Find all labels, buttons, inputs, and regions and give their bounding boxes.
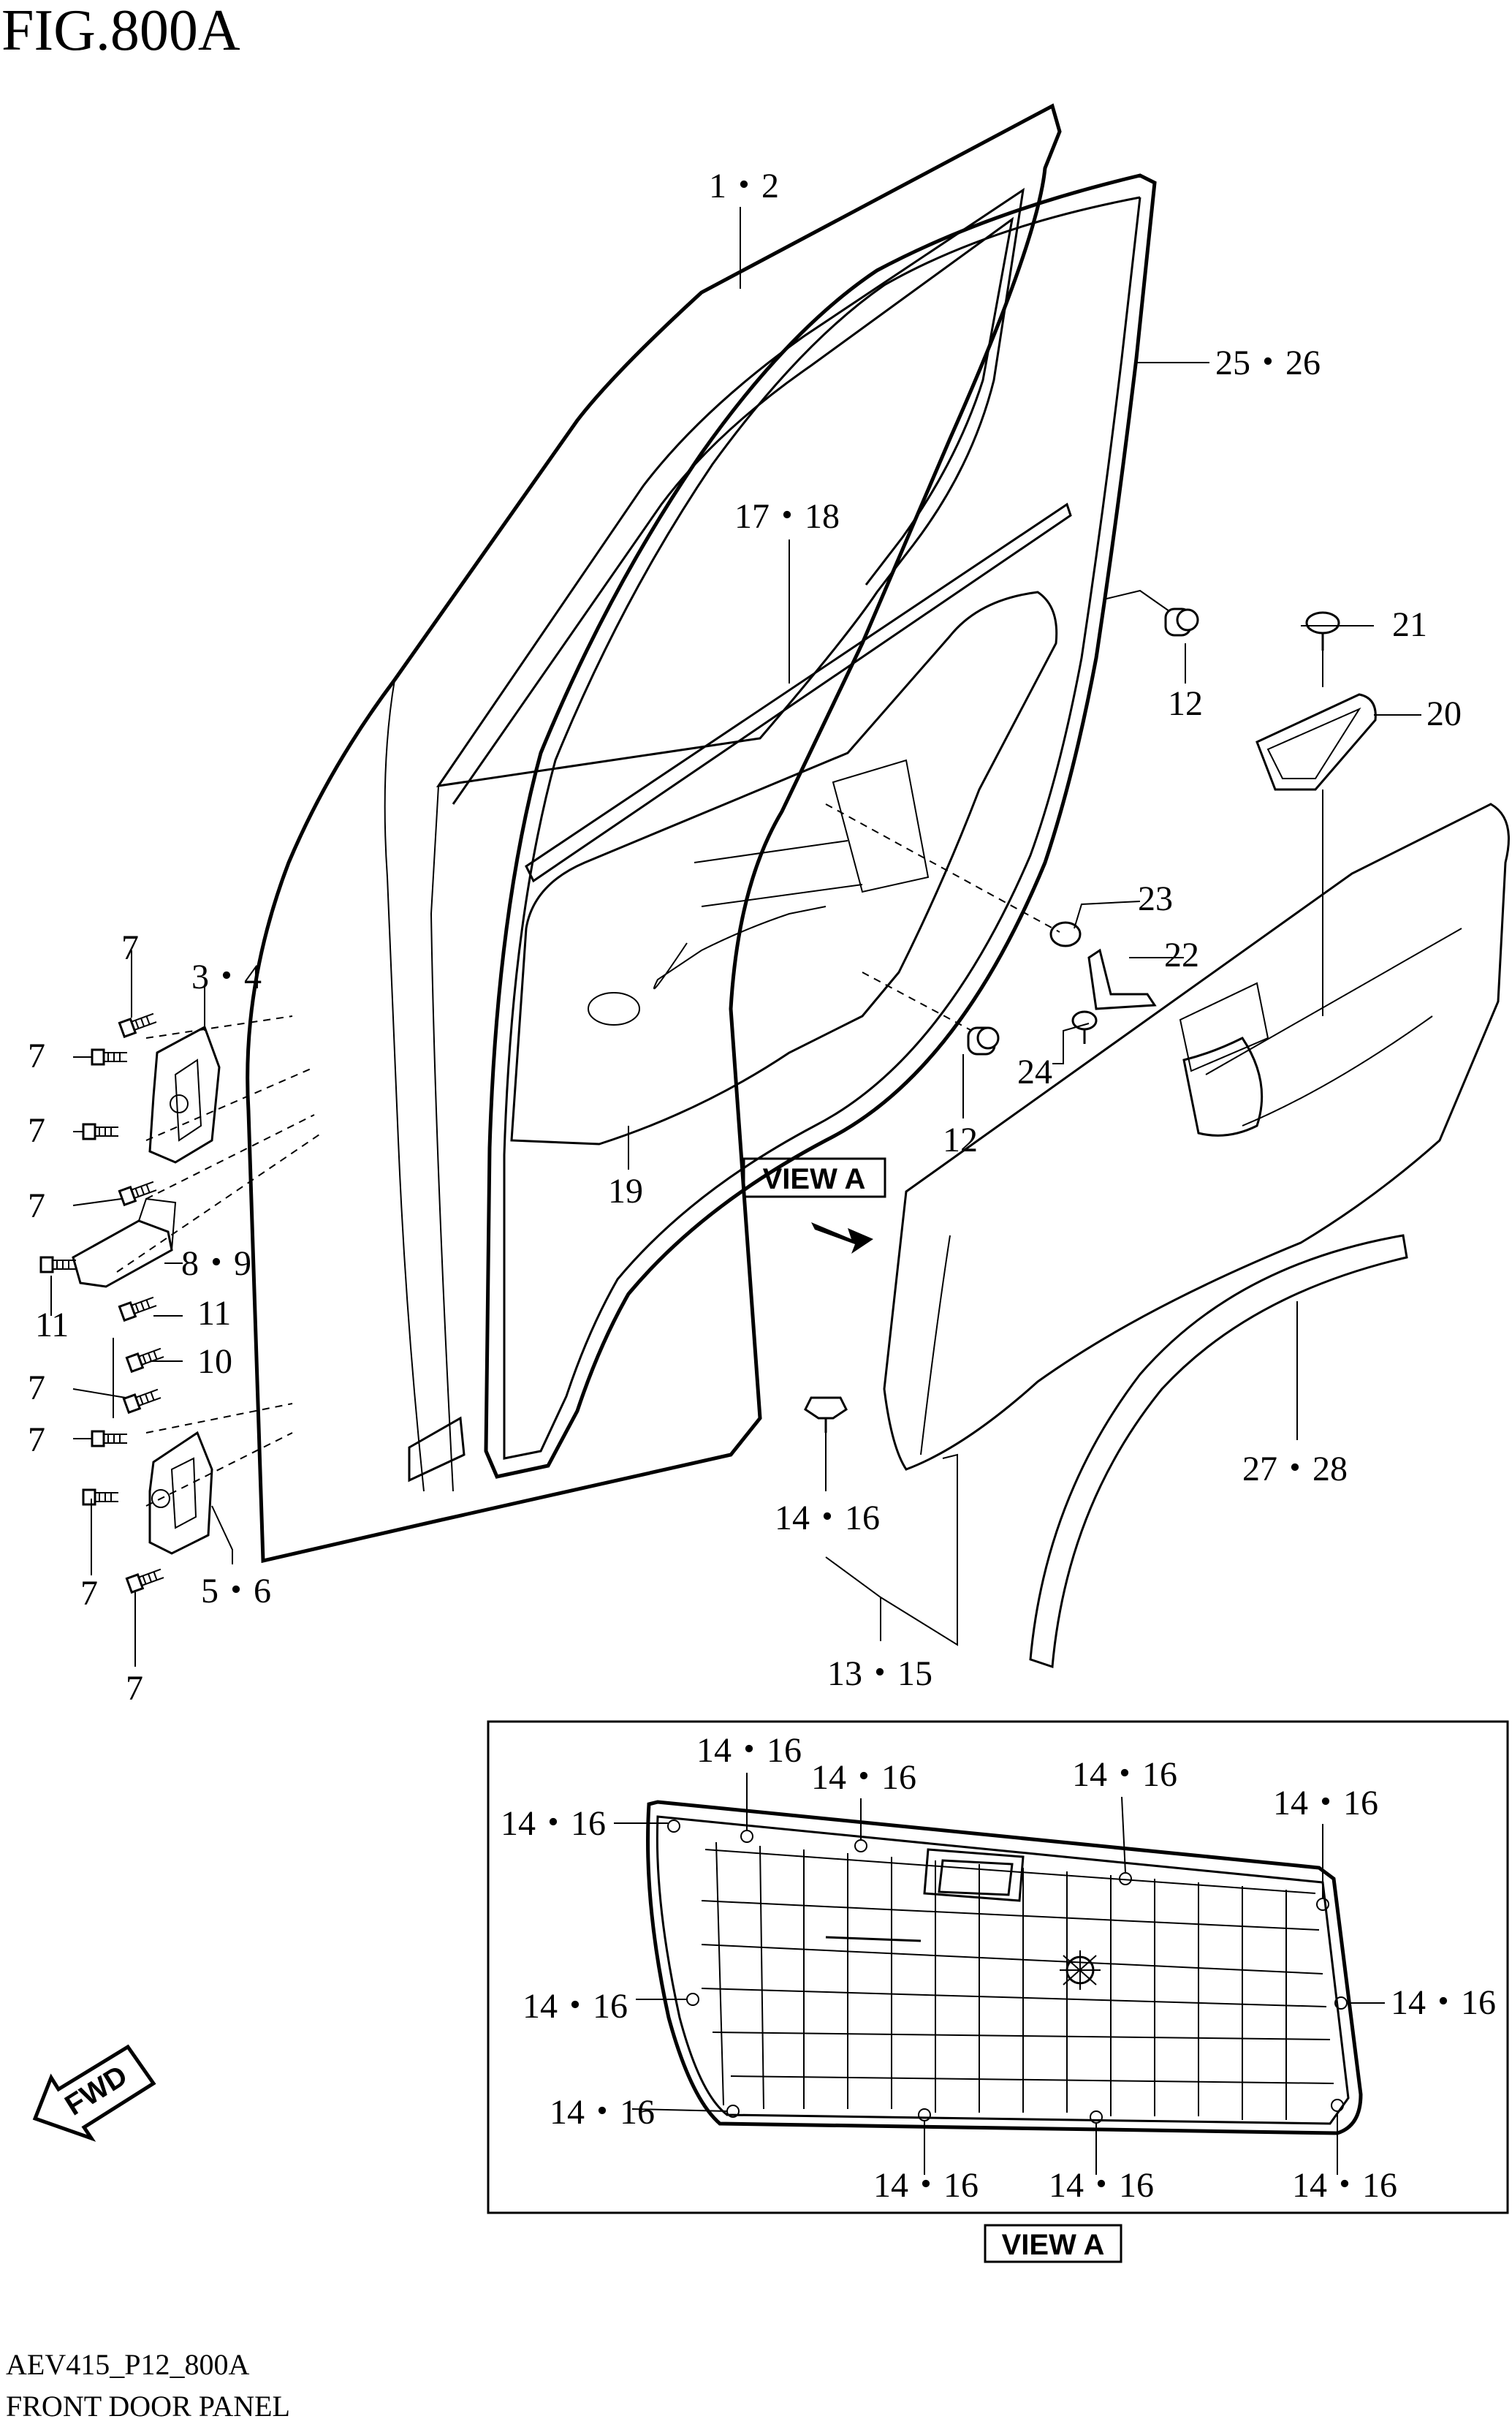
fastener-12-upper <box>1164 607 1199 637</box>
callout-27-28: 27・28 <box>1242 1450 1348 1488</box>
view-a-clip-label-5: 14・16 <box>1273 1784 1378 1822</box>
callout-3-4: 3・4 <box>191 958 262 996</box>
fwd-arrow: FWD <box>32 2044 156 2142</box>
callout-5-6: 5・6 <box>201 1572 271 1610</box>
view-a-clip-label-6: 14・16 <box>523 1987 628 2026</box>
callout-7-c: 7 <box>28 1111 45 1150</box>
callout-22: 22 <box>1164 936 1199 974</box>
fastener-12-lower <box>967 1026 1000 1056</box>
screw-21 <box>1305 611 1340 651</box>
view-a-clip-label-4: 14・16 <box>1072 1755 1177 1794</box>
door-checker-8-9 <box>72 1197 177 1288</box>
callout-7-a: 7 <box>121 928 139 967</box>
figure-caption: FRONT DOOR PANEL <box>6 2390 290 2423</box>
callout-7-f: 7 <box>28 1420 45 1459</box>
callout-14-16: 14・16 <box>775 1499 880 1537</box>
callout-7-h: 7 <box>126 1669 143 1708</box>
view-a-clip-label-11: 14・16 <box>1292 2166 1397 2205</box>
bolt-24 <box>1071 1010 1098 1044</box>
view-a-clip-label-2: 14・16 <box>696 1731 802 1770</box>
bracket-22 <box>1087 948 1157 1010</box>
view-a-clip-marks <box>667 1820 1348 2124</box>
view-a-inset: 14・16 14・16 14・16 14・16 14・16 14・16 14・1… <box>487 1720 1509 2214</box>
clip-14-16 <box>804 1396 848 1433</box>
fwd-label: FWD <box>59 2059 133 2122</box>
callout-21: 21 <box>1392 605 1427 644</box>
view-a-clip-label-1: 14・16 <box>501 1804 606 1843</box>
seal-27-28 <box>1029 1234 1408 1669</box>
callout-7-d: 7 <box>28 1186 45 1225</box>
nut-23 <box>1049 921 1082 947</box>
pocket-20 <box>1255 693 1377 791</box>
callout-11-a: 11 <box>35 1306 69 1344</box>
callout-labels: 1・2 25・26 17・18 12 21 20 23 22 24 12 19 … <box>28 167 1462 1708</box>
figure-code: AEV415_P12_800A <box>6 2348 249 2381</box>
callout-13-15: 13・15 <box>827 1654 932 1693</box>
weatherstrip-25-26 <box>484 173 1157 1479</box>
view-a-leaders <box>614 1773 1385 2175</box>
view-a-tag-label: VIEW A <box>763 1163 866 1195</box>
trim-board-13-15 <box>883 803 1510 1471</box>
callout-24: 24 <box>1017 1053 1052 1091</box>
view-a-ribbing <box>701 1841 1334 2120</box>
view-a-tag: VIEW A <box>742 1157 886 1198</box>
view-a-clip-label-3: 14・16 <box>811 1758 916 1797</box>
callout-8-9: 8・9 <box>181 1244 251 1283</box>
view-a-box-label: VIEW A <box>1002 2229 1105 2261</box>
view-a-clip-label-9: 14・16 <box>873 2166 979 2205</box>
view-a-clip-label-10: 14・16 <box>1049 2166 1154 2205</box>
callout-7-b: 7 <box>28 1037 45 1075</box>
bolts-7-10-11 <box>39 1012 164 1594</box>
view-a-box-tag: VIEW A <box>984 2224 1122 2263</box>
callout-7-g: 7 <box>80 1574 98 1613</box>
callout-11-b: 11 <box>197 1294 231 1333</box>
hinge-upper-3-4 <box>148 1025 221 1164</box>
callout-7-e: 7 <box>28 1368 45 1407</box>
callout-20: 20 <box>1426 694 1462 733</box>
leader-lines <box>50 207 1421 1667</box>
callout-10: 10 <box>197 1342 232 1381</box>
callout-23: 23 <box>1138 879 1173 918</box>
molding-17-18 <box>525 502 1072 883</box>
hinge-lower-5-6 <box>148 1431 213 1555</box>
view-a-arrow <box>811 1222 873 1254</box>
view-a-labels: 14・16 14・16 14・16 14・16 14・16 14・16 14・1… <box>501 1731 1496 2205</box>
callout-17-18: 17・18 <box>734 497 840 536</box>
callout-19: 19 <box>608 1172 643 1211</box>
figure-title: FIG.800A <box>1 0 240 63</box>
callout-12-upper: 12 <box>1168 684 1203 723</box>
view-a-clip-label-7: 14・16 <box>1391 1983 1496 2022</box>
callout-12-lower: 12 <box>943 1121 978 1159</box>
callout-1-2: 1・2 <box>709 167 779 205</box>
callout-25-26: 25・26 <box>1215 344 1321 382</box>
view-a-clip-label-8: 14・16 <box>550 2093 655 2132</box>
inner-panel-19 <box>510 591 1058 1146</box>
view-a-frame <box>487 1720 1509 2214</box>
